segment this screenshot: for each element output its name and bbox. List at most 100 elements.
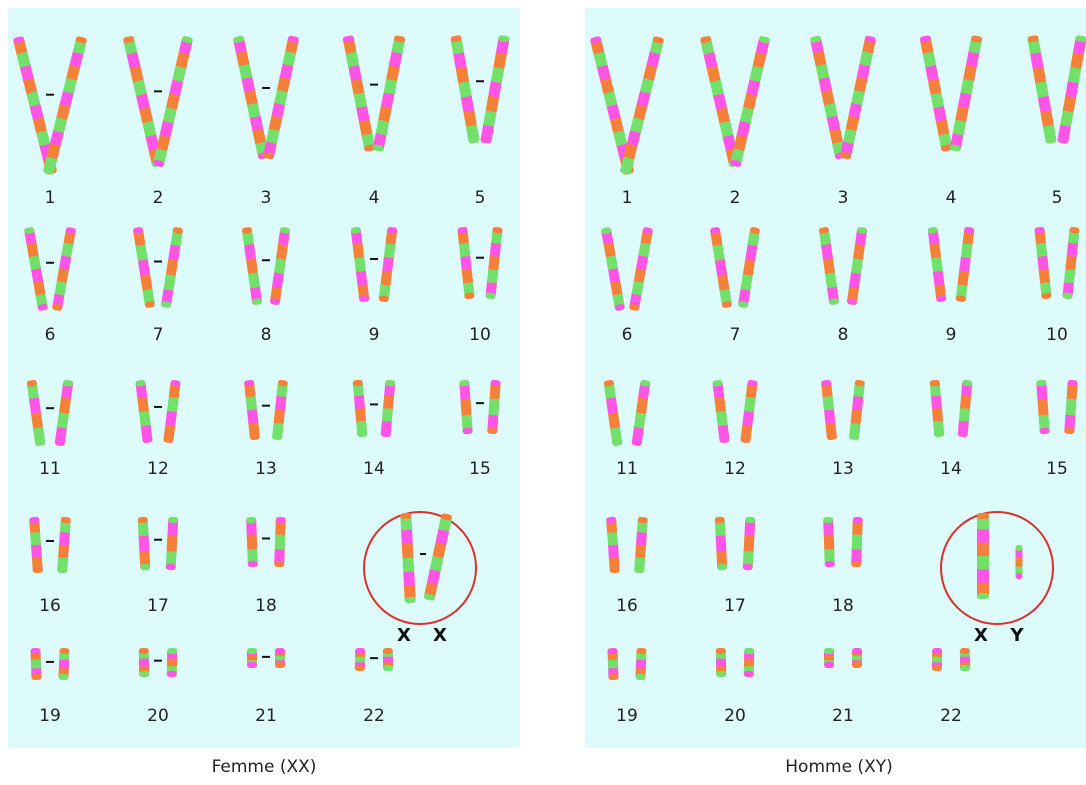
- chromosome-number-label: 13: [832, 459, 854, 479]
- chromosome-7-a: [133, 227, 155, 308]
- chromosome-number-label: 1: [45, 188, 56, 208]
- chromosome-number-label: 7: [153, 325, 164, 345]
- chromosome-21-a: [247, 648, 257, 668]
- chromosome-y: [1015, 545, 1023, 579]
- chromosome-number-label: 5: [475, 188, 486, 208]
- chromosome-22-b: [959, 647, 971, 672]
- chromosome-9-a: [927, 227, 947, 302]
- chromosome-7-b: [161, 227, 183, 308]
- chromosome-11-b: [54, 380, 74, 446]
- chromosome-8-b: [269, 227, 290, 305]
- chromosome-number-label: 13: [255, 459, 277, 479]
- chromosome-number-label: 8: [838, 325, 849, 345]
- chromosome-10-b: [1062, 226, 1080, 300]
- female-caption: Femme (XX): [211, 757, 317, 777]
- chromosome-16-b: [634, 516, 648, 574]
- chromosome-number-label: 14: [363, 459, 385, 479]
- chromosome-5-b: [1057, 35, 1086, 144]
- chromosome-1-b: [620, 36, 664, 175]
- chromosome-4-a: [919, 35, 953, 152]
- chromosome-3-a: [233, 35, 269, 160]
- chromosome-number-label: 6: [45, 325, 56, 345]
- chromosome-16-a: [606, 516, 620, 574]
- chromosome-number-label: 9: [369, 325, 380, 345]
- chromosome-2-b: [730, 36, 770, 167]
- chromosome-13-b: [849, 379, 865, 441]
- chromosome-6-b: [52, 227, 76, 311]
- chromosome-number-label: 22: [363, 706, 385, 726]
- chromosome-13-a: [244, 379, 260, 441]
- chromosome-number-label: 11: [616, 459, 638, 479]
- chromosome-18-b: [274, 516, 286, 568]
- chromosome-number-label: 5: [1052, 188, 1063, 208]
- chromosome-17-a: [714, 516, 728, 571]
- chromosome-15-a: [1036, 379, 1050, 435]
- chromosome-18-b: [851, 516, 863, 568]
- chromosome-number-label: 3: [838, 188, 849, 208]
- chromosome-19-b: [635, 647, 647, 681]
- chromosome-number-label: 2: [730, 188, 741, 208]
- chromosome-16-a: [29, 516, 43, 574]
- chromosome-number-label: 20: [724, 706, 746, 726]
- chromosome-number-label: 21: [255, 706, 277, 726]
- chromosome-13-b: [272, 379, 288, 441]
- chromosome-3-b: [263, 35, 299, 160]
- male-caption: Homme (XY): [785, 757, 893, 777]
- chromosome-17-a: [137, 516, 151, 571]
- chromosome-2-a: [123, 36, 163, 167]
- chromosome-number-label: 18: [832, 596, 854, 616]
- sex-label-2: X: [433, 625, 447, 646]
- chromosome-9-a: [350, 227, 370, 302]
- chromosome-14-b: [380, 379, 396, 438]
- chromosome-18-a: [246, 516, 258, 568]
- chromosome-number-label: 17: [724, 596, 746, 616]
- chromosome-13-a: [821, 379, 837, 441]
- chromosome-8-b: [846, 227, 867, 305]
- chromosome-2-b: [153, 36, 193, 167]
- chromosome-number-label: 17: [147, 596, 169, 616]
- chromosome-number-label: 12: [724, 459, 746, 479]
- chromosome-19-a: [30, 647, 42, 681]
- chromosome-number-label: 16: [39, 596, 61, 616]
- chromosome-9-b: [955, 227, 975, 302]
- sex-label-1: X: [974, 625, 988, 646]
- chromosome-number-label: 11: [39, 459, 61, 479]
- chromosome-number-label: 2: [153, 188, 164, 208]
- chromosome-number-label: 4: [369, 188, 380, 208]
- chromosome-7-b: [738, 227, 760, 308]
- chromosome-22-a: [354, 647, 366, 672]
- chromosome-12-b: [163, 379, 181, 444]
- chromosome-number-label: 18: [255, 596, 277, 616]
- chromosome-6-a: [601, 227, 625, 311]
- chromosome-9-b: [378, 227, 398, 302]
- chromosome-number-label: 1: [622, 188, 633, 208]
- chromosome-1-b: [43, 36, 87, 175]
- chromosome-number-label: 3: [261, 188, 272, 208]
- chromosome-x-b: [423, 513, 452, 601]
- chromosome-15-b: [487, 379, 501, 435]
- chromosome-15-b: [1064, 379, 1078, 435]
- chromosome-3-a: [810, 35, 846, 160]
- chromosome-x-a: [400, 512, 416, 604]
- chromosome-number-label: 19: [39, 706, 61, 726]
- chromosome-number-label: 15: [1046, 459, 1068, 479]
- chromosome-10-a: [1034, 226, 1052, 300]
- chromosome-17-b: [165, 516, 179, 571]
- chromosome-8-a: [819, 227, 840, 305]
- chromosome-20-a: [715, 647, 727, 678]
- chromosome-10-b: [485, 226, 503, 300]
- chromosome-21-a: [824, 648, 834, 668]
- chromosome-22-a: [931, 647, 943, 672]
- chromosome-7-a: [710, 227, 732, 308]
- chromosome-21-b: [852, 648, 862, 668]
- chromosome-6-b: [629, 227, 653, 311]
- chromosome-11-b: [631, 380, 651, 446]
- chromosome-number-label: 9: [946, 325, 957, 345]
- chromosome-number-label: 4: [946, 188, 957, 208]
- chromosome-12-b: [740, 379, 758, 444]
- chromosome-5-a: [450, 35, 480, 144]
